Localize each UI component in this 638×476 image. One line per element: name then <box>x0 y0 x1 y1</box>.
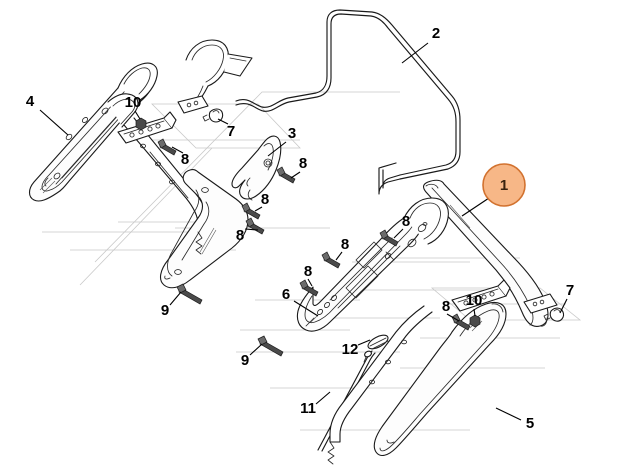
leader-8-b <box>290 171 301 179</box>
part-7-cable-clip-upper <box>202 108 224 123</box>
part-2-bail-bar <box>235 9 461 195</box>
screw-8-b <box>276 166 296 184</box>
callout-bail-bar-wire-c2: 2 <box>432 25 440 42</box>
part-4-frame-break <box>195 231 203 255</box>
leader-12 <box>357 339 371 346</box>
part-6-handle-cover-center <box>296 197 449 332</box>
screw-9-b <box>257 335 284 357</box>
part-12-grommet <box>363 334 389 363</box>
callout-screw-8-c8d: 8 <box>236 227 244 244</box>
leader-11 <box>315 391 331 405</box>
part-5-inner-frame <box>327 279 511 465</box>
leader-7-lower <box>559 298 568 314</box>
leader-3 <box>267 141 287 157</box>
callout-nut-10-c10a: 10 <box>125 94 142 111</box>
callout-bracket-plate-left-c3: 3 <box>288 125 296 142</box>
leader-2 <box>401 42 429 64</box>
callout-handle-cover-center-c6: 6 <box>282 286 290 303</box>
leader-10-a <box>134 110 141 120</box>
leader-4 <box>39 109 69 136</box>
screw-8-e <box>379 229 399 247</box>
screw-8-g <box>299 279 319 297</box>
callout-screw-8-c8a: 8 <box>181 151 189 168</box>
leader-8-d <box>244 228 259 231</box>
leader-9-b <box>249 343 263 356</box>
callout-handle-cover-lower-right-c5: 5 <box>526 415 534 432</box>
part-upper-left-grip <box>177 39 253 114</box>
nut-10-b <box>469 314 481 328</box>
callout-screw-9-c9a: 9 <box>161 302 169 319</box>
leader-8-c <box>254 206 263 212</box>
leader-8-e <box>393 228 404 239</box>
leader-8-h <box>446 313 460 322</box>
part-5-handle-cover-lower-right <box>373 301 507 457</box>
screw-9-a <box>176 283 203 305</box>
screw-8-f <box>321 251 341 269</box>
leader-1 <box>461 195 493 217</box>
screw-8-d <box>245 217 265 235</box>
leader-10-b <box>473 308 476 317</box>
callout-grommet-12-c12: 12 <box>342 341 359 358</box>
callout-cable-wire-11-c11: 11 <box>300 400 316 417</box>
callout-handle-tube-upper-right-c1[interactable]: 1 <box>500 177 508 194</box>
callout-leader-lines <box>39 42 568 421</box>
callout-cable-clip-lower-c7b: 7 <box>566 282 574 299</box>
callout-screw-8-c8g: 8 <box>304 263 312 280</box>
leader-8-g <box>307 278 313 287</box>
callout-handle-cover-left-c4: 4 <box>26 93 35 110</box>
leader-7-upper <box>217 118 229 125</box>
leader-9-a <box>169 291 182 306</box>
leader-5 <box>495 407 522 421</box>
callout-nut-10-c10b: 10 <box>466 292 483 309</box>
part-3-bracket-plate <box>231 135 282 201</box>
nut-10-a <box>135 117 147 131</box>
part-7-clip-plate-lower <box>523 293 565 322</box>
callout-screw-8-c8f: 8 <box>341 236 349 253</box>
leader-8-f <box>335 251 343 261</box>
callout-cable-clip-upper-c7: 7 <box>227 123 235 140</box>
highlight-circle-part-1[interactable] <box>482 163 526 207</box>
leader-8-a <box>171 146 184 154</box>
screw-8-a <box>157 138 177 156</box>
callout-screw-8-c8e: 8 <box>402 213 410 230</box>
callout-screw-8-c8b: 8 <box>299 155 307 172</box>
leader-6 <box>293 300 319 317</box>
screw-8-c <box>241 202 261 220</box>
callout-screw-8-c8c: 8 <box>261 191 269 208</box>
part-4-inner-frame <box>107 93 209 233</box>
callout-screw-8-c8h: 8 <box>442 298 450 315</box>
callout-screw-9-c9b: 9 <box>241 352 249 369</box>
